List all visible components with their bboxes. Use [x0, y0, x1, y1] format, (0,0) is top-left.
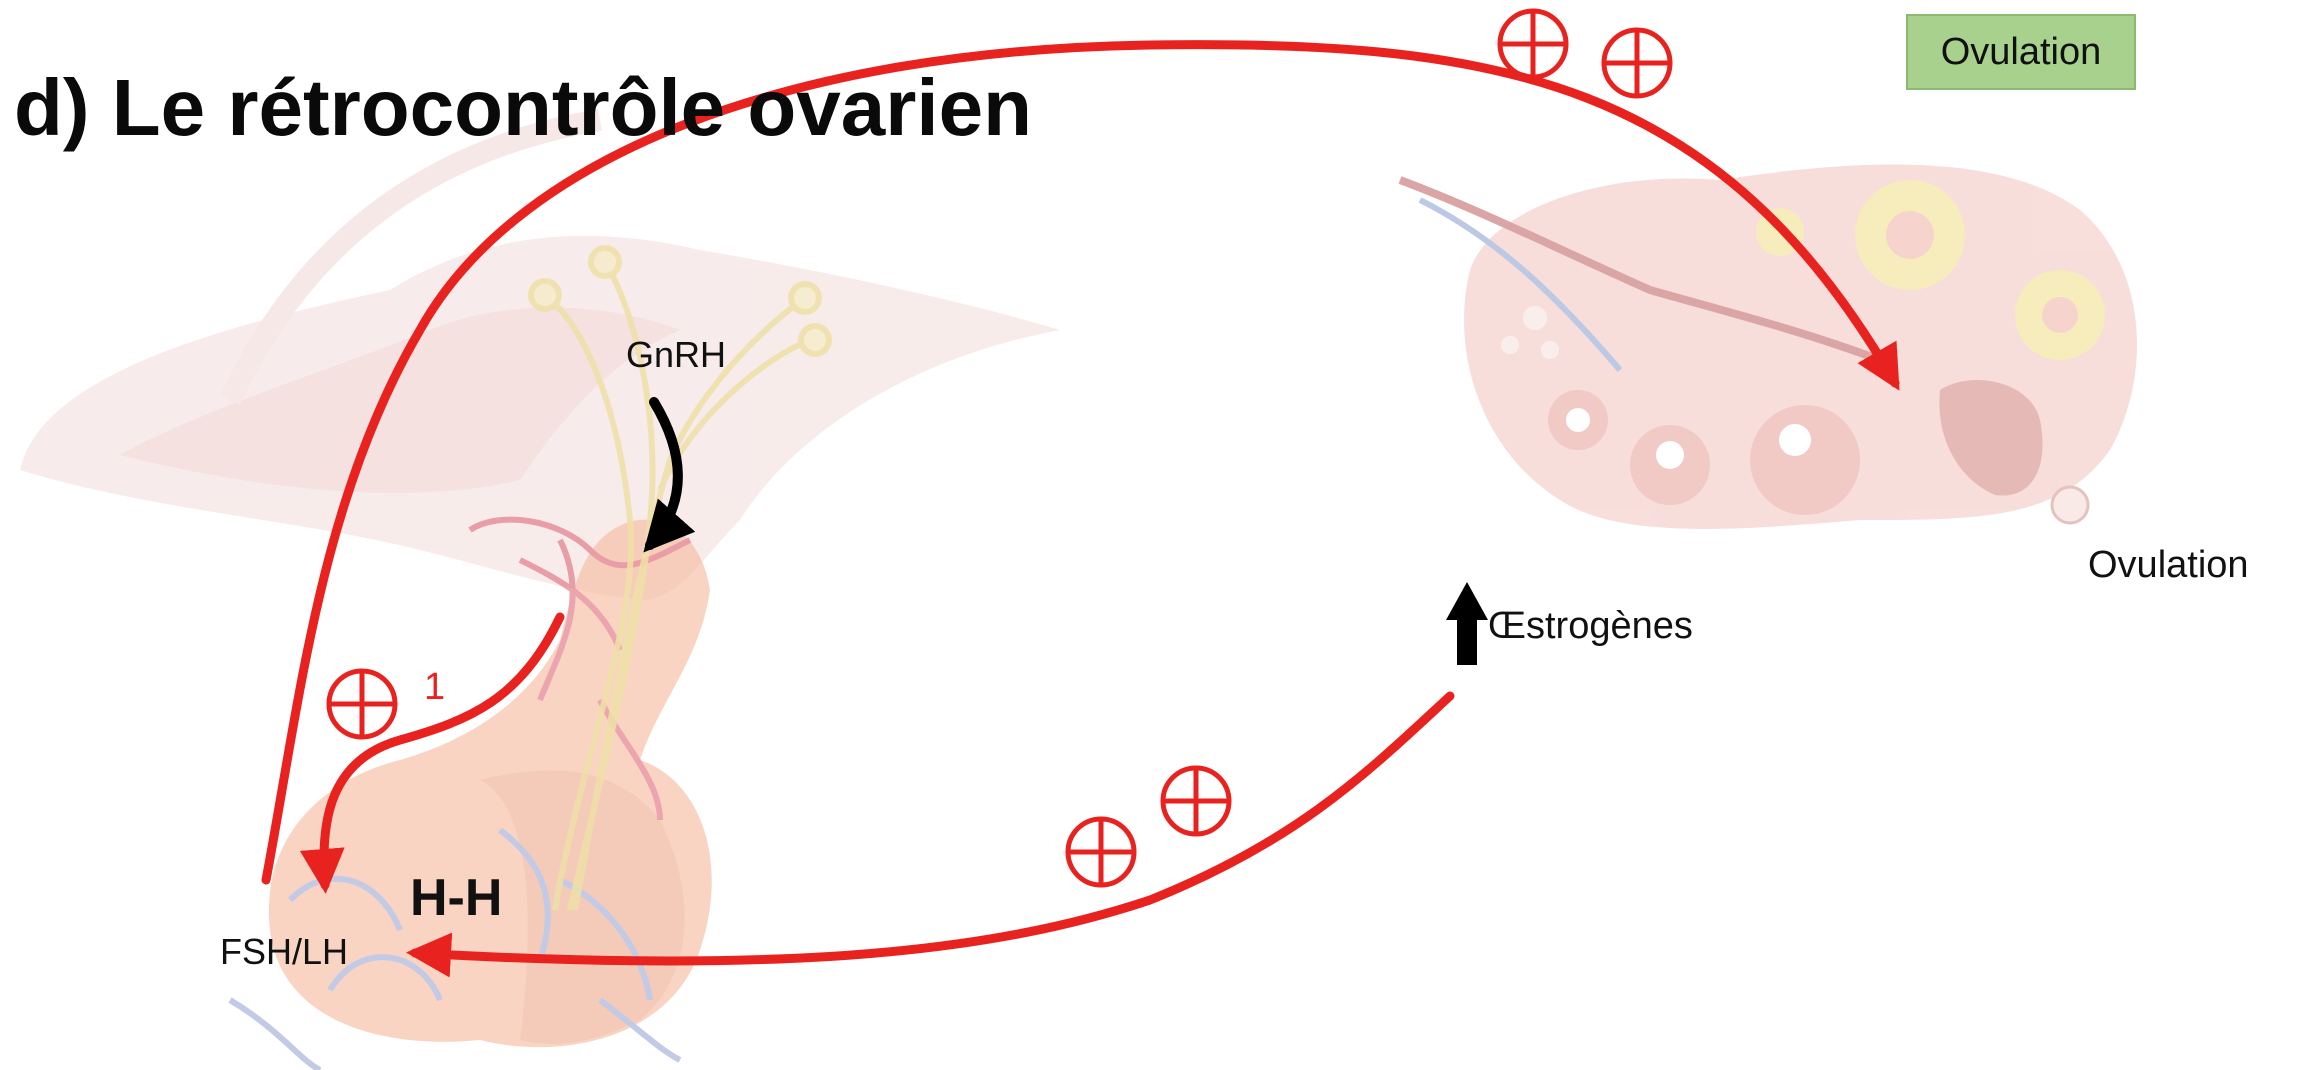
plus-circle-icon — [1068, 819, 1134, 885]
ovulation-badge: Ovulation — [1906, 14, 2136, 90]
plus-circle-icon — [1163, 768, 1229, 834]
plus-circle-icon — [1604, 30, 1670, 96]
gnrh-label: GnRH — [626, 337, 726, 373]
brain-illustration — [20, 120, 1060, 600]
estrogens-label: Œstrogènes — [1488, 607, 1693, 645]
hh-label: H-H — [410, 872, 502, 924]
ovulation-label: Ovulation — [2088, 546, 2249, 584]
fsh-lh-label: FSH/LH — [220, 934, 348, 970]
estrogen-increase-arrow-icon — [1446, 582, 1488, 665]
page-title: d) Le rétrocontrôle ovarien — [14, 68, 1032, 148]
step-number: 1 — [424, 668, 445, 706]
plus-circle-icon — [1500, 11, 1566, 77]
plus-circle-icon — [329, 671, 395, 737]
